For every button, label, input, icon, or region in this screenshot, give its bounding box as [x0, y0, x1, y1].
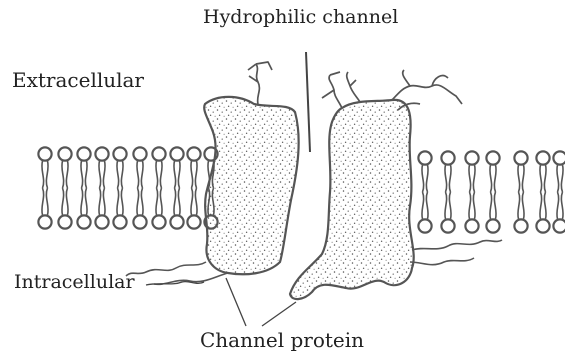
phospholipid: [536, 151, 549, 192]
phospholipid: [418, 151, 431, 192]
phospholipid: [441, 151, 454, 192]
phospholipid: [113, 147, 126, 188]
protein-subunit-left: [204, 97, 298, 274]
phospholipid: [418, 192, 431, 233]
phospholipid: [514, 192, 527, 233]
extracellular-label: Extracellular: [12, 68, 144, 92]
phospholipid: [187, 188, 200, 229]
leader-lines: [146, 278, 296, 326]
phospholipid: [152, 188, 165, 229]
phospholipid: [152, 147, 165, 188]
phospholipid: [77, 188, 90, 229]
phospholipid: [38, 188, 51, 229]
phospholipid: [133, 147, 146, 188]
phospholipid: [58, 188, 71, 229]
intracellular-label: Intracellular: [14, 271, 135, 293]
phospholipid: [77, 147, 90, 188]
phospholipid: [486, 151, 499, 192]
hydrophilic-channel-label: Hydrophilic channel: [203, 6, 398, 28]
phospholipid: [113, 188, 126, 229]
phospholipid: [465, 151, 478, 192]
phospholipid: [465, 192, 478, 233]
phospholipid: [553, 151, 565, 192]
phospholipid: [95, 188, 108, 229]
phospholipid: [514, 151, 527, 192]
phospholipid: [553, 192, 565, 233]
phospholipid: [95, 147, 108, 188]
phospholipid: [170, 188, 183, 229]
phospholipid: [38, 147, 51, 188]
phospholipid: [486, 192, 499, 233]
phospholipid-bilayer: [38, 147, 565, 232]
phospholipid: [133, 188, 146, 229]
phospholipid: [187, 147, 200, 188]
phospholipid: [441, 192, 454, 233]
channel-axis-line: [306, 52, 310, 152]
phospholipid: [170, 147, 183, 188]
phospholipid: [58, 147, 71, 188]
channel-protein-label: Channel protein: [200, 328, 364, 352]
phospholipid: [536, 192, 549, 233]
